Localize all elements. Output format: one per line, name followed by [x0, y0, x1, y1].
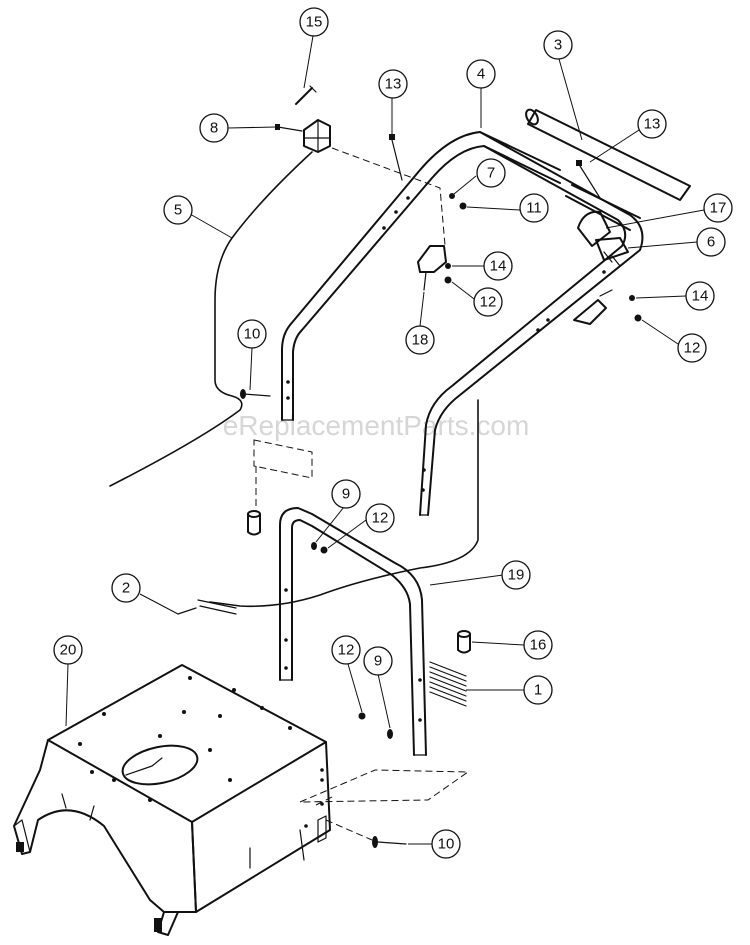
- part-10-bolt-lower[interactable]: [372, 836, 407, 848]
- alignment-box-upper: [253, 439, 313, 512]
- callout-1[interactable]: 1: [523, 675, 553, 705]
- part-7-washer[interactable]: [449, 193, 455, 199]
- callout-3[interactable]: 3: [543, 30, 573, 60]
- svg-text:19: 19: [508, 567, 525, 584]
- callout-12-right[interactable]: 12: [677, 333, 707, 363]
- callout-10-lower[interactable]: 10: [431, 829, 461, 859]
- part-14-washer-left[interactable]: [445, 263, 451, 269]
- part-12-nut-right[interactable]: [634, 314, 642, 322]
- part-4-upper-handle[interactable]: [281, 131, 644, 516]
- callout-15[interactable]: 15: [299, 7, 329, 37]
- part-10-bolt-upper[interactable]: [240, 389, 271, 399]
- svg-text:7: 7: [487, 165, 495, 182]
- part-20-base-frame[interactable]: [13, 664, 331, 936]
- svg-text:12: 12: [684, 340, 701, 357]
- svg-text:10: 10: [438, 836, 455, 853]
- callout-7[interactable]: 7: [476, 158, 506, 188]
- part-9-washer-mid[interactable]: [311, 542, 317, 550]
- watermark: eReplacementParts.com: [223, 410, 530, 441]
- part-5-control-cable[interactable]: [109, 151, 313, 487]
- callout-13-right[interactable]: 13: [637, 109, 667, 139]
- svg-text:13: 13: [644, 116, 661, 133]
- svg-text:6: 6: [707, 234, 715, 251]
- callout-4[interactable]: 4: [466, 59, 496, 89]
- part-1-decal[interactable]: [429, 661, 467, 707]
- svg-text:17: 17: [710, 200, 727, 217]
- part-12-nut-lower[interactable]: [358, 712, 366, 720]
- callout-14-left[interactable]: 14: [483, 251, 513, 281]
- leader-lines: [65, 35, 705, 845]
- svg-text:2: 2: [122, 580, 130, 597]
- part-8-bolt[interactable]: [275, 124, 303, 132]
- part-19-lower-handle[interactable]: [279, 507, 427, 756]
- svg-text:1: 1: [534, 682, 542, 699]
- part-13-bolt-left[interactable]: [389, 134, 403, 181]
- part-3-crossbar-tube[interactable]: [524, 108, 691, 201]
- callout-8[interactable]: 8: [199, 113, 229, 143]
- part-16-spacer-right[interactable]: [457, 630, 471, 654]
- svg-text:16: 16: [530, 637, 547, 654]
- alignment-line-lever: [331, 147, 446, 246]
- svg-text:11: 11: [526, 200, 542, 217]
- callout-5[interactable]: 5: [163, 195, 193, 225]
- callout-9-lower[interactable]: 9: [363, 646, 393, 676]
- svg-text:14: 14: [490, 258, 507, 275]
- svg-text:4: 4: [477, 66, 485, 83]
- svg-text:13: 13: [385, 76, 402, 93]
- part-16-spacer-left[interactable]: [247, 510, 261, 536]
- svg-text:20: 20: [60, 642, 77, 659]
- callout-16[interactable]: 16: [523, 630, 553, 660]
- svg-text:3: 3: [554, 37, 562, 54]
- callout-11[interactable]: 11: [519, 193, 549, 223]
- part-12-nut-left[interactable]: [444, 276, 452, 284]
- callout-10-upper[interactable]: 10: [237, 319, 267, 349]
- right-tube-fittings: [573, 289, 613, 325]
- svg-text:12: 12: [338, 642, 355, 659]
- svg-text:5: 5: [174, 202, 182, 219]
- callout-12-left[interactable]: 12: [473, 287, 503, 317]
- callout-20[interactable]: 20: [53, 635, 83, 665]
- callout-19[interactable]: 19: [501, 560, 531, 590]
- callout-18[interactable]: 18: [405, 325, 435, 355]
- part-2-cable-run[interactable]: [177, 399, 479, 615]
- part-13-bolt-right[interactable]: [576, 160, 601, 199]
- callout-6[interactable]: 6: [696, 227, 726, 257]
- svg-text:9: 9: [342, 486, 350, 503]
- svg-text:9: 9: [374, 653, 382, 670]
- callout-12-mid[interactable]: 12: [365, 503, 395, 533]
- callout-14-right[interactable]: 14: [685, 281, 715, 311]
- callout-13-left[interactable]: 13: [378, 69, 408, 99]
- alignment-box-lower: [299, 769, 470, 806]
- svg-text:12: 12: [372, 510, 389, 527]
- alignment-line-lower-bolt: [325, 819, 373, 841]
- svg-text:12: 12: [480, 294, 497, 311]
- part-14-washer-right[interactable]: [629, 295, 635, 301]
- callout-2[interactable]: 2: [111, 573, 141, 603]
- svg-text:10: 10: [244, 326, 261, 343]
- svg-text:14: 14: [692, 288, 709, 305]
- callout-17[interactable]: 17: [703, 193, 733, 223]
- part-6-latch[interactable]: [595, 237, 629, 267]
- part-15-pin[interactable]: [295, 85, 317, 105]
- callout-12-lower[interactable]: 12: [331, 635, 361, 665]
- svg-text:8: 8: [210, 120, 218, 137]
- callout-9-mid[interactable]: 9: [331, 479, 361, 509]
- part-11-nut[interactable]: [459, 202, 467, 210]
- part-9-washer-lower[interactable]: [387, 729, 393, 739]
- part-18-bracket[interactable]: [417, 245, 447, 291]
- part-12-nut-mid[interactable]: [320, 546, 328, 554]
- part-17-bracket[interactable]: [577, 210, 611, 247]
- lever-bracket: [303, 119, 331, 153]
- svg-text:18: 18: [412, 332, 429, 349]
- svg-text:15: 15: [306, 14, 323, 31]
